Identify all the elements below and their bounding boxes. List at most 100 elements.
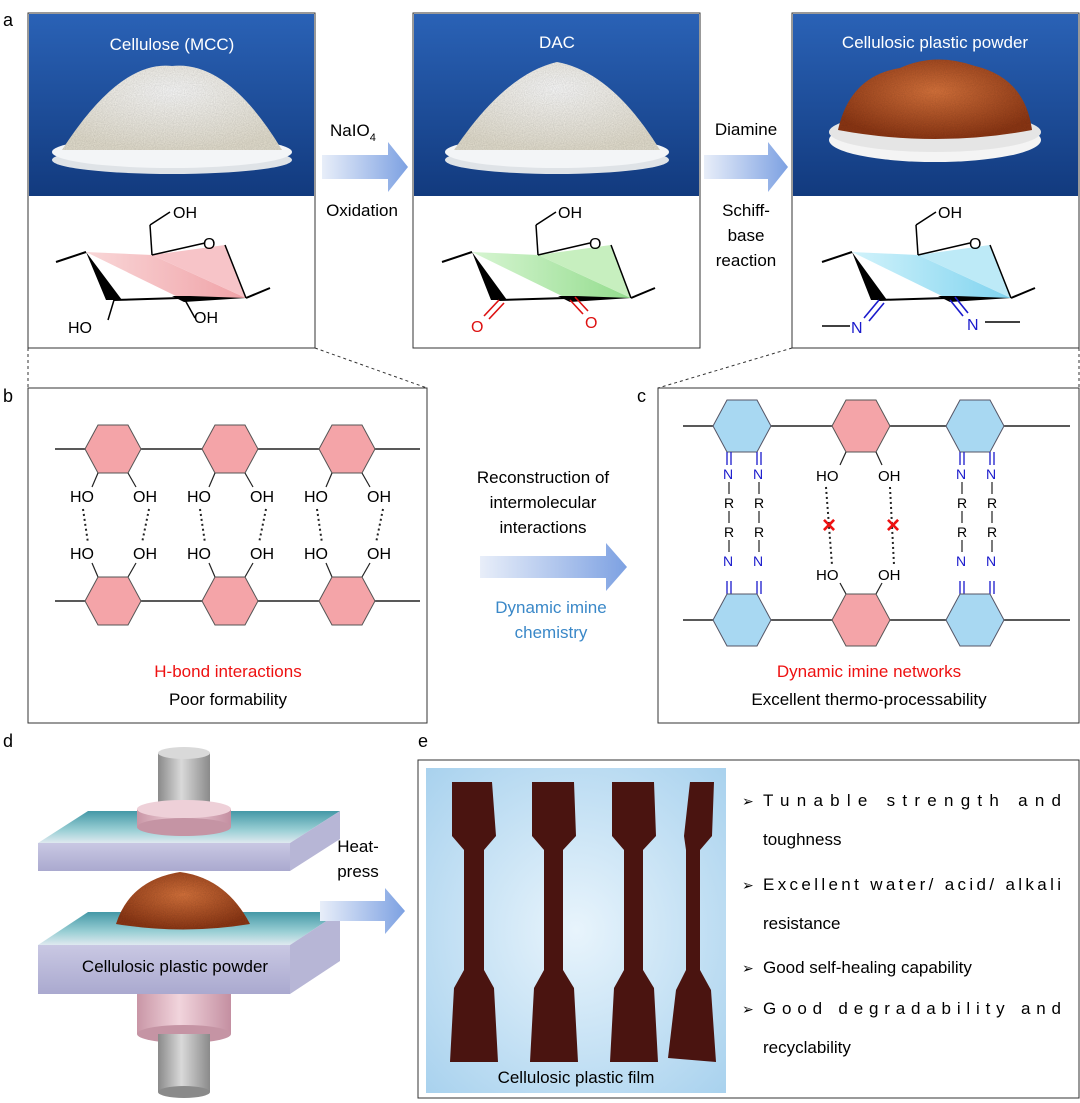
mcc-ring-o: O (203, 236, 215, 253)
schiff-base-step: Diamine Schiff- base reaction (704, 120, 788, 270)
b-unit-3: HO OH HO OH (304, 424, 391, 626)
b-ho-top: HO (304, 489, 328, 506)
reagent-diamine: Diamine (715, 120, 777, 139)
b-oh-top: OH (250, 489, 274, 506)
powder-label: Cellulosic plastic powder (82, 957, 268, 976)
b-oh-top: OH (133, 489, 157, 506)
c-hbond-unit: HO OH × × HO OH (816, 399, 901, 647)
schiff-label-line-1: Schiff- (722, 201, 770, 220)
reconstruction-step: Reconstruction of intermolecular interac… (477, 468, 627, 642)
c-blue-ring-bottom (945, 593, 1005, 647)
powder-title: Cellulosic plastic powder (842, 33, 1028, 52)
c-ho-top: HO (816, 468, 839, 485)
c-x-mark-left: × (822, 512, 836, 539)
c-caption-red: Dynamic imine networks (777, 662, 961, 681)
bullet-2: ➢ (742, 877, 754, 893)
c-r: R (987, 524, 997, 540)
oxidation-label: Oxidation (326, 201, 398, 220)
reagent-naio4: NaIO4 (330, 121, 376, 144)
b-caption-red: H-bond interactions (154, 662, 301, 681)
b-ho-bottom: HO (70, 546, 94, 563)
dac-oh: OH (558, 205, 582, 222)
reconstruction-line-3: interactions (500, 518, 587, 537)
bullet-4: ➢ (742, 1001, 754, 1017)
b-pink-ring-bottom (84, 576, 142, 626)
oxidation-arrow (322, 142, 408, 192)
c-r: R (724, 495, 734, 511)
b-pink-ring-bottom (201, 576, 259, 626)
c-n: N (986, 466, 996, 482)
zoom-line-b-right (314, 347, 428, 389)
bullet-1: ➢ (742, 793, 754, 809)
c-imine-unit-left: N N R R R R N N (712, 399, 772, 647)
dog-bone-specimen (530, 782, 578, 1062)
c-blue-ring-bottom (712, 593, 772, 647)
c-n: N (723, 466, 733, 482)
c-n: N (753, 466, 763, 482)
property-4-line-1: Good degradability and (763, 999, 1061, 1018)
imine-n-2: N (967, 317, 979, 334)
property-2-line-2: resistance (763, 914, 840, 933)
c-r: R (957, 524, 967, 540)
mcc-oh-top: OH (173, 205, 197, 222)
panel-c: N N R R R R N N HO OH (657, 387, 1080, 724)
panel-e: Cellulosic plastic film ➢ Tunable streng… (417, 759, 1080, 1099)
b-ho-top: HO (187, 489, 211, 506)
c-r: R (957, 495, 967, 511)
mcc-ho: HO (68, 320, 92, 337)
dac-title: DAC (539, 33, 575, 52)
c-r: R (754, 524, 764, 540)
panel-b: HO OH HO OH HO OH HO OH (27, 387, 428, 724)
reconstruction-line-1: Reconstruction of (477, 468, 610, 487)
dac-ring-o: O (589, 236, 601, 253)
film-label: Cellulosic plastic film (498, 1068, 655, 1087)
oxidation-step: NaIO4 Oxidation (322, 121, 408, 220)
c-r: R (724, 524, 734, 540)
b-oh-top: OH (367, 489, 391, 506)
bottom-press-rod (158, 1034, 210, 1092)
panel-d: Cellulosic plastic powder (38, 747, 340, 1098)
imine-structure: OH O N N (821, 205, 1036, 337)
heat-press-line-2: press (337, 862, 379, 881)
b-oh-bottom: OH (250, 546, 274, 563)
c-n: N (956, 553, 966, 569)
imine-ring-o: O (969, 236, 981, 253)
b-caption-black: Poor formability (169, 690, 288, 709)
schiff-label-line-2: base (728, 226, 765, 245)
mcc-title: Cellulose (MCC) (110, 35, 235, 54)
dog-bone-specimen (450, 782, 498, 1062)
b-ho-bottom: HO (187, 546, 211, 563)
dac-carbonyl-o-2: O (585, 315, 597, 332)
zoom-line-c-left (657, 347, 793, 389)
property-3-line-1: Good self-healing capability (763, 958, 972, 977)
c-r: R (754, 495, 764, 511)
dac-structure: OH O O O (441, 205, 656, 336)
panel-label-a: a (3, 10, 14, 30)
property-1-line-2: toughness (763, 830, 841, 849)
bottom-plate-side (38, 945, 290, 994)
reconstruction-arrow (480, 543, 627, 591)
schiff-base-arrow (704, 142, 788, 192)
top-plate-side (38, 843, 290, 871)
film-specimens (450, 782, 716, 1062)
powder-box: Cellulosic plastic powder OH O N N (791, 12, 1080, 349)
dog-bone-specimen (610, 782, 658, 1062)
schiff-label-line-3: reaction (716, 251, 776, 270)
heat-press-step: Heat- press (320, 837, 405, 934)
b-ho-bottom: HO (304, 546, 328, 563)
reconstruction-line-2: intermolecular (490, 493, 597, 512)
dac-box: DAC OH O O O (412, 12, 701, 349)
property-4-line-2: recyclability (763, 1038, 851, 1057)
c-caption-black: Excellent thermo-processability (751, 690, 987, 709)
panel-label-d: d (3, 731, 13, 751)
mcc-oh: OH (194, 310, 218, 327)
c-n: N (753, 553, 763, 569)
b-oh-bottom: OH (367, 546, 391, 563)
c-n: N (986, 553, 996, 569)
dynamic-imine-line-1: Dynamic imine (495, 598, 606, 617)
dynamic-imine-line-2: chemistry (515, 623, 588, 642)
imine-oh: OH (938, 205, 962, 222)
bullet-3: ➢ (742, 960, 754, 976)
imine-n-1: N (851, 320, 863, 337)
